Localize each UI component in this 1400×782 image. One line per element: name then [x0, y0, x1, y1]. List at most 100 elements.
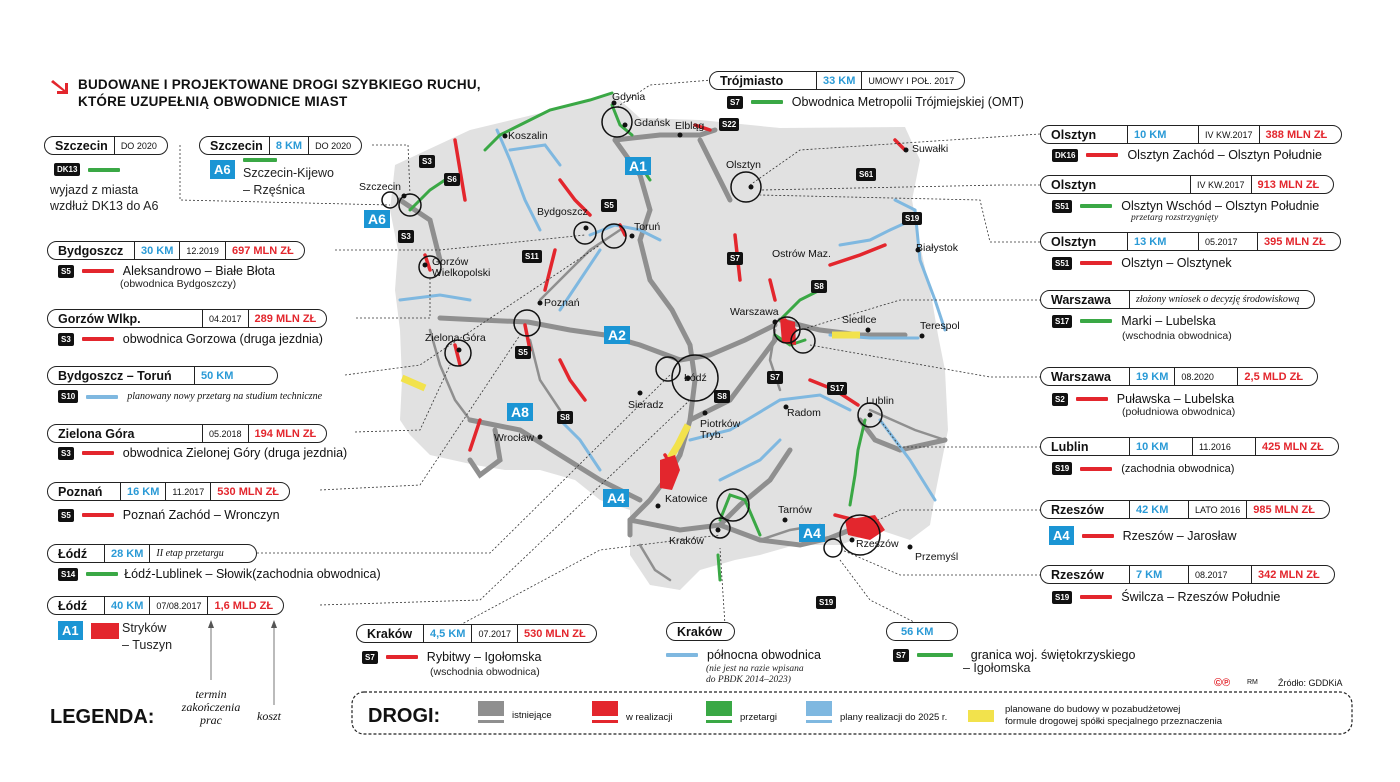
motorway-a8: A8 — [507, 403, 533, 421]
label-szczecin: Szczecin — [359, 181, 402, 193]
label-wroclaw: Wrocław — [494, 432, 535, 444]
label-warszawa: Warszawa — [730, 306, 779, 318]
legend-tender: przetargi — [740, 712, 777, 723]
sub-krakow-s7: (wschodnia obwodnica) — [430, 666, 540, 678]
road-badge-s17: S17 — [827, 382, 848, 395]
sub-olsztyn-s51-east: przetarg rozstrzygnięty — [1131, 213, 1219, 223]
road-badge-s6: S6 — [444, 173, 460, 186]
label-radom: Radom — [787, 407, 821, 419]
label-gdansk: Gdańsk — [634, 117, 671, 129]
route-lodz-a1: A1 — [58, 621, 127, 640]
legend-drogi-title: DROGI: — [368, 705, 441, 727]
motorway-a1: A1 — [625, 157, 651, 175]
poland-outline — [390, 93, 948, 590]
label-piotrkow: Piotrków Tryb. — [700, 418, 741, 441]
road-badge-s8-north: S8 — [811, 280, 827, 293]
label-gdynia: Gdynia — [612, 91, 646, 103]
road-badge-s11: S11 — [522, 250, 542, 263]
motorway-a4-east: A4 — [799, 524, 825, 542]
desc-lodz-a1-2: – Tuszyn — [122, 638, 173, 652]
label-siedlce: Siedlce — [842, 314, 877, 326]
sub-warszawa-s17: (wschodnia obwodnica) — [1122, 330, 1232, 342]
road-badge-s3: S3 — [419, 155, 435, 168]
callout-swietokrzyskie: 56 KM — [886, 622, 959, 641]
label-bydgoszcz: Bydgoszcz — [537, 206, 588, 218]
route-szczecin-a6: A6 — [210, 157, 286, 179]
route-krakow-north: północna obwodnica — [666, 648, 821, 662]
motorway-a4-west: A4 — [603, 489, 629, 507]
copyright-icon: ©℗ — [1214, 677, 1231, 689]
label-suwalki: Suwałki — [912, 143, 949, 155]
road-badge-s5-north: S5 — [601, 199, 617, 212]
label-elblag: Elbląg — [675, 120, 705, 132]
legend-swatch-tender — [706, 701, 732, 716]
sub-bydgoszcz: (obwodnica Bydgoszczy) — [120, 278, 237, 290]
sub-krakow-north-1: (nie jest na razie wpisana — [706, 664, 804, 674]
sub-warszawa-s2: (południowa obwodnica) — [1122, 406, 1236, 418]
city-dots — [401, 100, 925, 550]
city-circles — [381, 106, 883, 558]
route-lublin: S19(zachodnia obwodnica) — [1052, 462, 1234, 475]
label-gorzow: Gorzów Wielkopolski — [432, 256, 491, 279]
road-badge-s5-south: S5 — [515, 346, 531, 359]
legend-offbudget-2: formule drogowej spółki specjalnego prze… — [1005, 716, 1223, 727]
label-zielona: Zielona Góra — [425, 332, 486, 344]
motorway-a2: A2 — [604, 326, 630, 344]
callout-krakow-north: Kraków — [666, 622, 736, 641]
motorway-a6: A6 — [364, 210, 390, 228]
label-torun: Toruń — [634, 221, 661, 233]
road-badge-s61: S61 — [856, 168, 877, 181]
legend-swatch-existing — [478, 701, 504, 716]
label-rzeszow: Rzeszów — [856, 538, 899, 550]
label-terespol: Terespol — [920, 320, 960, 332]
desc-szczecin-a6-2: – Rzęśnica — [243, 183, 305, 197]
map-title: BUDOWANE I PROJEKTOWANE DROGI SZYBKIEGO … — [78, 77, 481, 109]
label-lodz: Łódź — [684, 372, 707, 384]
legend-swatch-planned — [806, 701, 832, 716]
desc-szczecin-a6-1: Szczecin-Kijewo — [243, 166, 335, 180]
desc-szczecin-dk13: wyjazd z miasta wzdłuż DK13 do A6 — [50, 183, 159, 213]
road-badge-s7-south: S7 — [767, 371, 783, 384]
road-badge-s8-lodz: S8 — [714, 390, 730, 403]
legend-construction: w realizacji — [626, 712, 673, 723]
legend-existing: istniejące — [512, 710, 552, 721]
label-bialystok: Białystok — [916, 242, 959, 254]
label-katowice: Katowice — [665, 493, 708, 505]
desc-swiet-2: – Igołomska — [963, 661, 1031, 675]
road-badge-s8-wroclaw: S8 — [557, 411, 573, 424]
route-szczecin-dk13: DK13 — [54, 163, 129, 176]
legend-swatch-offbudget — [968, 710, 994, 722]
legend-koszt: koszt — [257, 709, 281, 723]
sub-krakow-north-2: do PBDK 2014–2023) — [706, 675, 791, 685]
label-olsztyn: Olsztyn — [726, 159, 762, 171]
